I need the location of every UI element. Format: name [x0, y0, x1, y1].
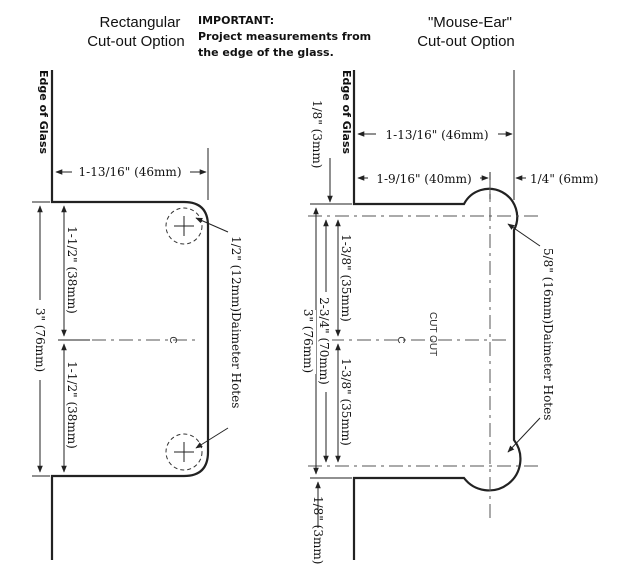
right-hole-label: 5/8" (16mm)Daimeter Hotes: [541, 248, 555, 420]
right-inner-label: 1-9/16" (40mm): [376, 172, 471, 186]
right-offset-bottom-label: 1/8" (3mm): [311, 496, 325, 564]
right-hole-leader-top: [507, 223, 541, 247]
right-edge-of-glass-label: Edge of Glass: [340, 70, 353, 154]
left-title-line2: Cut-out Option: [87, 33, 185, 50]
left-half-bottom-text-bg: [66, 362, 79, 448]
right-inner-text-bg: [368, 169, 480, 187]
right-inner-total-label: 2-3/4" (70mm): [317, 297, 331, 385]
left-width-text-bg: [72, 162, 190, 180]
right-inner-total-text-bg: [318, 292, 332, 392]
left-cutout-outline: [50, 70, 210, 560]
right-ear-label: 1/4" (6mm): [530, 172, 598, 186]
left-total-text-bg: [34, 300, 47, 380]
right-offset-top-label: 1/8" (3mm): [310, 100, 324, 168]
right-title-line1: "Mouse-Ear": [428, 14, 512, 31]
note-heading: IMPORTANT:: [198, 14, 274, 27]
note-line1: Project measurements from: [198, 30, 371, 43]
left-edge-of-glass-label: Edge of Glass: [37, 70, 50, 154]
right-half-top-text-bg: [340, 232, 353, 324]
left-hole-label: 1/2" (12mm)Daimeter Hotes: [229, 236, 243, 408]
right-width-text-bg: [376, 125, 498, 143]
right-half-top-label: 1-3/8" (35mm): [339, 234, 353, 322]
left-half-top-text-bg: [66, 226, 79, 312]
right-cutout-outline: [352, 70, 522, 560]
left-title-line1: Rectangular: [100, 14, 181, 31]
right-total-text-bg: [302, 310, 316, 374]
right-half-bottom-text-bg: [340, 356, 353, 450]
right-hole-leader-bottom: [507, 417, 541, 453]
left-width-label: 1-13/16" (46mm): [79, 165, 182, 179]
note-line2: the edge of the glass.: [198, 46, 334, 59]
left-hole-leader-bottom: [195, 427, 229, 449]
right-half-bottom-label: 1-3/8" (35mm): [339, 358, 353, 446]
right-width-label: 1-13/16" (46mm): [386, 128, 489, 142]
left-half-bottom-label: 1-1/2" (38mm): [65, 361, 79, 449]
left-hole-leader-top: [195, 217, 229, 233]
left-bottom-hole: [165, 433, 203, 471]
left-centerline-symbol: C: [167, 336, 178, 343]
left-top-hole: [165, 207, 203, 245]
left-total-label: 3" (76mm): [33, 308, 47, 372]
right-title-line2: Cut-out Option: [417, 33, 515, 50]
right-centerline-symbol: C: [395, 336, 406, 343]
right-cutout-label: CUT OUT: [427, 312, 438, 356]
left-half-top-label: 1-1/2" (38mm): [65, 226, 79, 314]
right-total-label: 3" (76mm): [301, 309, 315, 373]
